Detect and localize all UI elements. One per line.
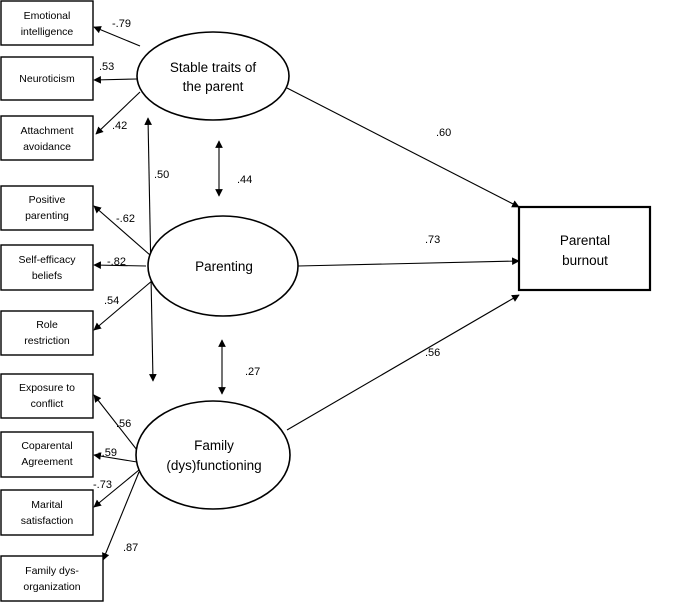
loading-positive-parenting: -.62 — [116, 213, 135, 225]
indicator-label: intelligence — [21, 26, 74, 38]
loading-exposure-to-conflict: .56 — [116, 418, 131, 430]
indicator-marital-satisfaction: Marital satisfaction — [0, 489, 94, 536]
indicator-label: restriction — [24, 335, 70, 347]
indicator-attachment-avoidance: Attachment avoidance — [0, 115, 94, 161]
indicator-label: avoidance — [23, 141, 71, 153]
loading-line-role-restriction — [93, 279, 154, 331]
loading-line-attachment-avoidance — [95, 91, 141, 135]
loading-coparental-agreement: -.59 — [98, 447, 117, 459]
indicator-role-restriction: Role restriction — [0, 310, 94, 356]
latent-parenting-label: Parenting — [195, 259, 253, 274]
loading-self-efficacy-beliefs: -.82 — [107, 256, 126, 268]
path-value-traits-burnout: .60 — [436, 127, 451, 139]
loading-line-emotional-intelligence — [93, 26, 141, 47]
loading-role-restriction: .54 — [104, 295, 119, 307]
indicator-label: beliefs — [32, 270, 62, 282]
indicator-label: parenting — [25, 210, 69, 222]
loading-neuroticism: .53 — [99, 61, 114, 73]
indicator-label: Role — [36, 319, 58, 331]
latent-parenting — [147, 215, 299, 317]
latent-stable-traits — [136, 31, 290, 121]
loading-emotional-intelligence: -.79 — [112, 18, 131, 30]
loading-line-exposure-to-conflict — [93, 394, 138, 451]
indicator-label: Marital — [31, 499, 63, 511]
path-traits-to-burnout — [286, 87, 520, 208]
latent-family-functioning — [135, 400, 291, 510]
indicator-coparental-agreement: Coparental Agreement — [0, 431, 94, 478]
loading-line-neuroticism — [93, 75, 138, 84]
path-value-parenting-burnout: .73 — [425, 234, 440, 246]
indicator-family-dysorganization: Family dys- organization — [0, 555, 104, 602]
loading-line-self-efficacy-beliefs — [93, 261, 147, 269]
loading-line-coparental-agreement — [93, 452, 138, 463]
indicator-label: Attachment — [20, 125, 73, 137]
indicator-label: Self-efficacy — [19, 254, 77, 266]
loading-line-family-dysorganization — [102, 471, 140, 561]
indicator-label: Coparental — [21, 440, 72, 452]
loading-family-dysorganization: .87 — [123, 542, 138, 554]
indicator-label: Neuroticism — [19, 73, 75, 85]
path-value-family-burnout: .56 — [425, 347, 440, 359]
indicator-label: Positive — [29, 194, 66, 206]
indicator-positive-parenting: Positive parenting — [0, 185, 94, 231]
corr-value-traits-parenting: .44 — [237, 174, 252, 186]
loading-line-marital-satisfaction — [93, 469, 140, 508]
indicator-label: satisfaction — [21, 515, 74, 527]
loading-line-positive-parenting — [93, 205, 151, 256]
loading-attachment-avoidance: .42 — [112, 120, 127, 132]
latent-stable-traits-line-2: the parent — [183, 79, 244, 94]
indicator-neuroticism: Neuroticism — [0, 56, 94, 101]
indicator-label: Agreement — [21, 456, 72, 468]
latent-family-functioning-line-1: Family — [194, 438, 234, 453]
indicator-exposure-to-conflict: Exposure to conflict — [0, 373, 94, 419]
indicator-label: Exposure to — [19, 382, 75, 394]
path-parenting-to-burnout — [297, 257, 520, 267]
indicator-label: Family dys- — [25, 565, 79, 577]
corr-traits-family — [144, 117, 157, 382]
corr-value-traits-family: .50 — [154, 169, 169, 181]
indicator-self-efficacy-beliefs: Self-efficacy beliefs — [0, 244, 94, 291]
outcome-line-1: Parental — [560, 233, 610, 248]
indicator-label: conflict — [31, 398, 64, 410]
outcome-parental-burnout — [517, 205, 652, 292]
indicator-label: organization — [23, 581, 80, 593]
indicator-emotional-intelligence: Emotional intelligence — [0, 0, 94, 46]
indicator-label: Emotional — [24, 10, 71, 22]
corr-value-parenting-family: .27 — [245, 366, 260, 378]
latent-stable-traits-line-1: Stable traits of — [170, 60, 257, 75]
path-family-to-burnout — [286, 294, 520, 431]
latent-family-functioning-line-2: (dys)functioning — [166, 458, 261, 473]
loading-marital-satisfaction: -.73 — [93, 479, 112, 491]
outcome-line-2: burnout — [562, 253, 608, 268]
